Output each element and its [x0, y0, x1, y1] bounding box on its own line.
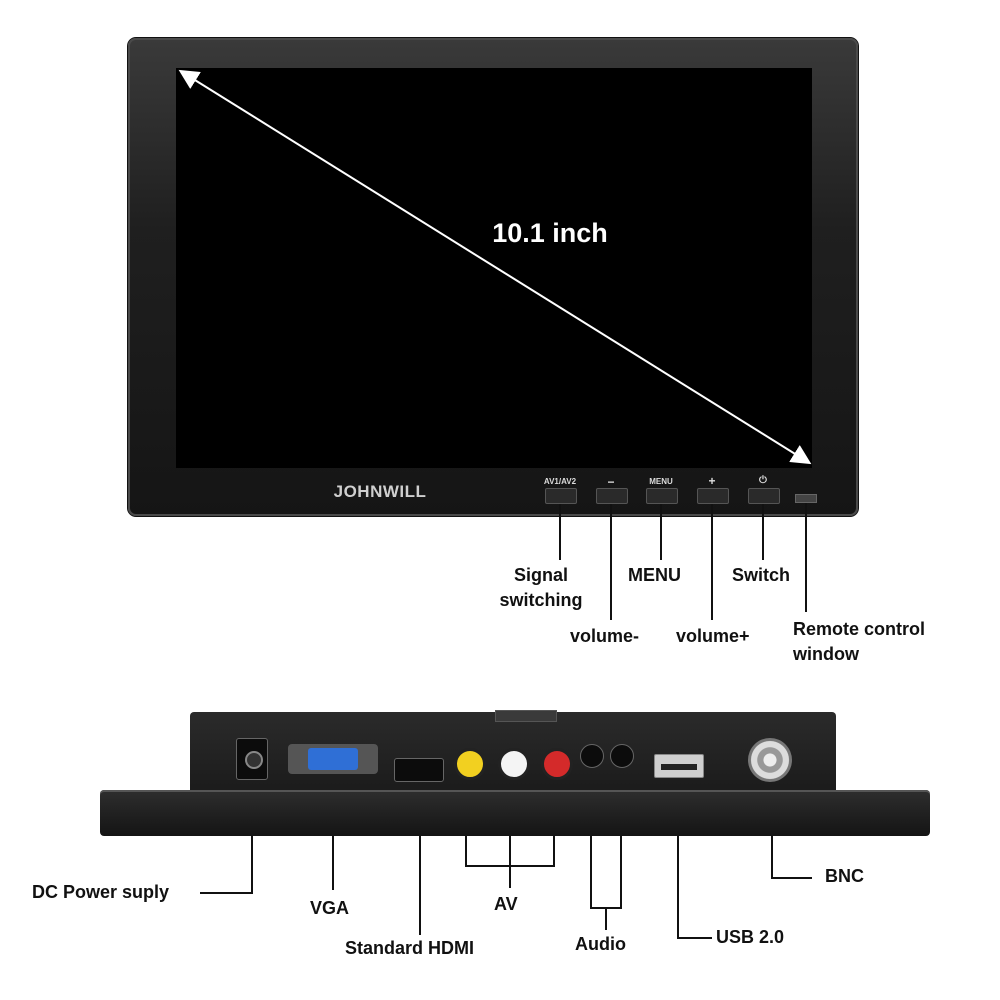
av-white-jack[interactable] [498, 748, 530, 780]
callout-av: AV [494, 894, 518, 914]
callout-switch: Switch [732, 565, 791, 585]
callout-volume-minus: volume- [570, 626, 640, 646]
av-yellow-jack[interactable] [454, 748, 486, 780]
callout-hdmi: Standard HDMI [345, 938, 475, 958]
usb-slot-icon [661, 764, 697, 770]
minus-button-label: − [607, 475, 615, 489]
av-red-jack[interactable] [541, 748, 573, 780]
volume-plus-button[interactable] [697, 488, 729, 504]
screen-size-label: 10.1 inch [492, 218, 608, 248]
callout-usb: USB 2.0 [716, 927, 785, 947]
volume-minus-button[interactable] [596, 488, 628, 504]
audio-jack-1[interactable] [580, 744, 604, 768]
audio-jack-2[interactable] [610, 744, 634, 768]
dc-jack-icon [245, 751, 263, 769]
bnc-port[interactable] [748, 738, 792, 782]
callout-bnc: BNC [825, 866, 864, 886]
callout-vga: VGA [310, 898, 350, 918]
vga-connector-icon [308, 748, 358, 770]
usb-port[interactable] [654, 754, 704, 778]
callout-menu: MENU [628, 565, 681, 585]
menu-button-label: MENU [649, 477, 673, 486]
monitor-screen [176, 68, 812, 468]
power-button[interactable] [748, 488, 780, 504]
monitor-rear-base [100, 790, 930, 836]
av-switch-button[interactable] [545, 488, 577, 504]
power-icon: ⏻ [759, 475, 767, 486]
dc-power-port[interactable] [236, 738, 268, 780]
callout-remote-window: Remote control window [793, 619, 926, 664]
callout-volume-plus: volume+ [676, 626, 750, 646]
brand-logo: JOHNWILL [333, 482, 427, 501]
callout-audio: Audio [575, 934, 626, 954]
plus-button-label: + [708, 474, 716, 488]
vga-port[interactable] [288, 744, 378, 774]
hdmi-port[interactable] [394, 758, 444, 782]
mount-clip [495, 710, 557, 722]
av-button-label: AV1/AV2 [543, 477, 577, 486]
callout-dc-power: DC Power suply [32, 882, 170, 902]
menu-button[interactable] [646, 488, 678, 504]
remote-control-window [795, 494, 817, 503]
callout-signal-switching: Signal switching [499, 565, 583, 610]
